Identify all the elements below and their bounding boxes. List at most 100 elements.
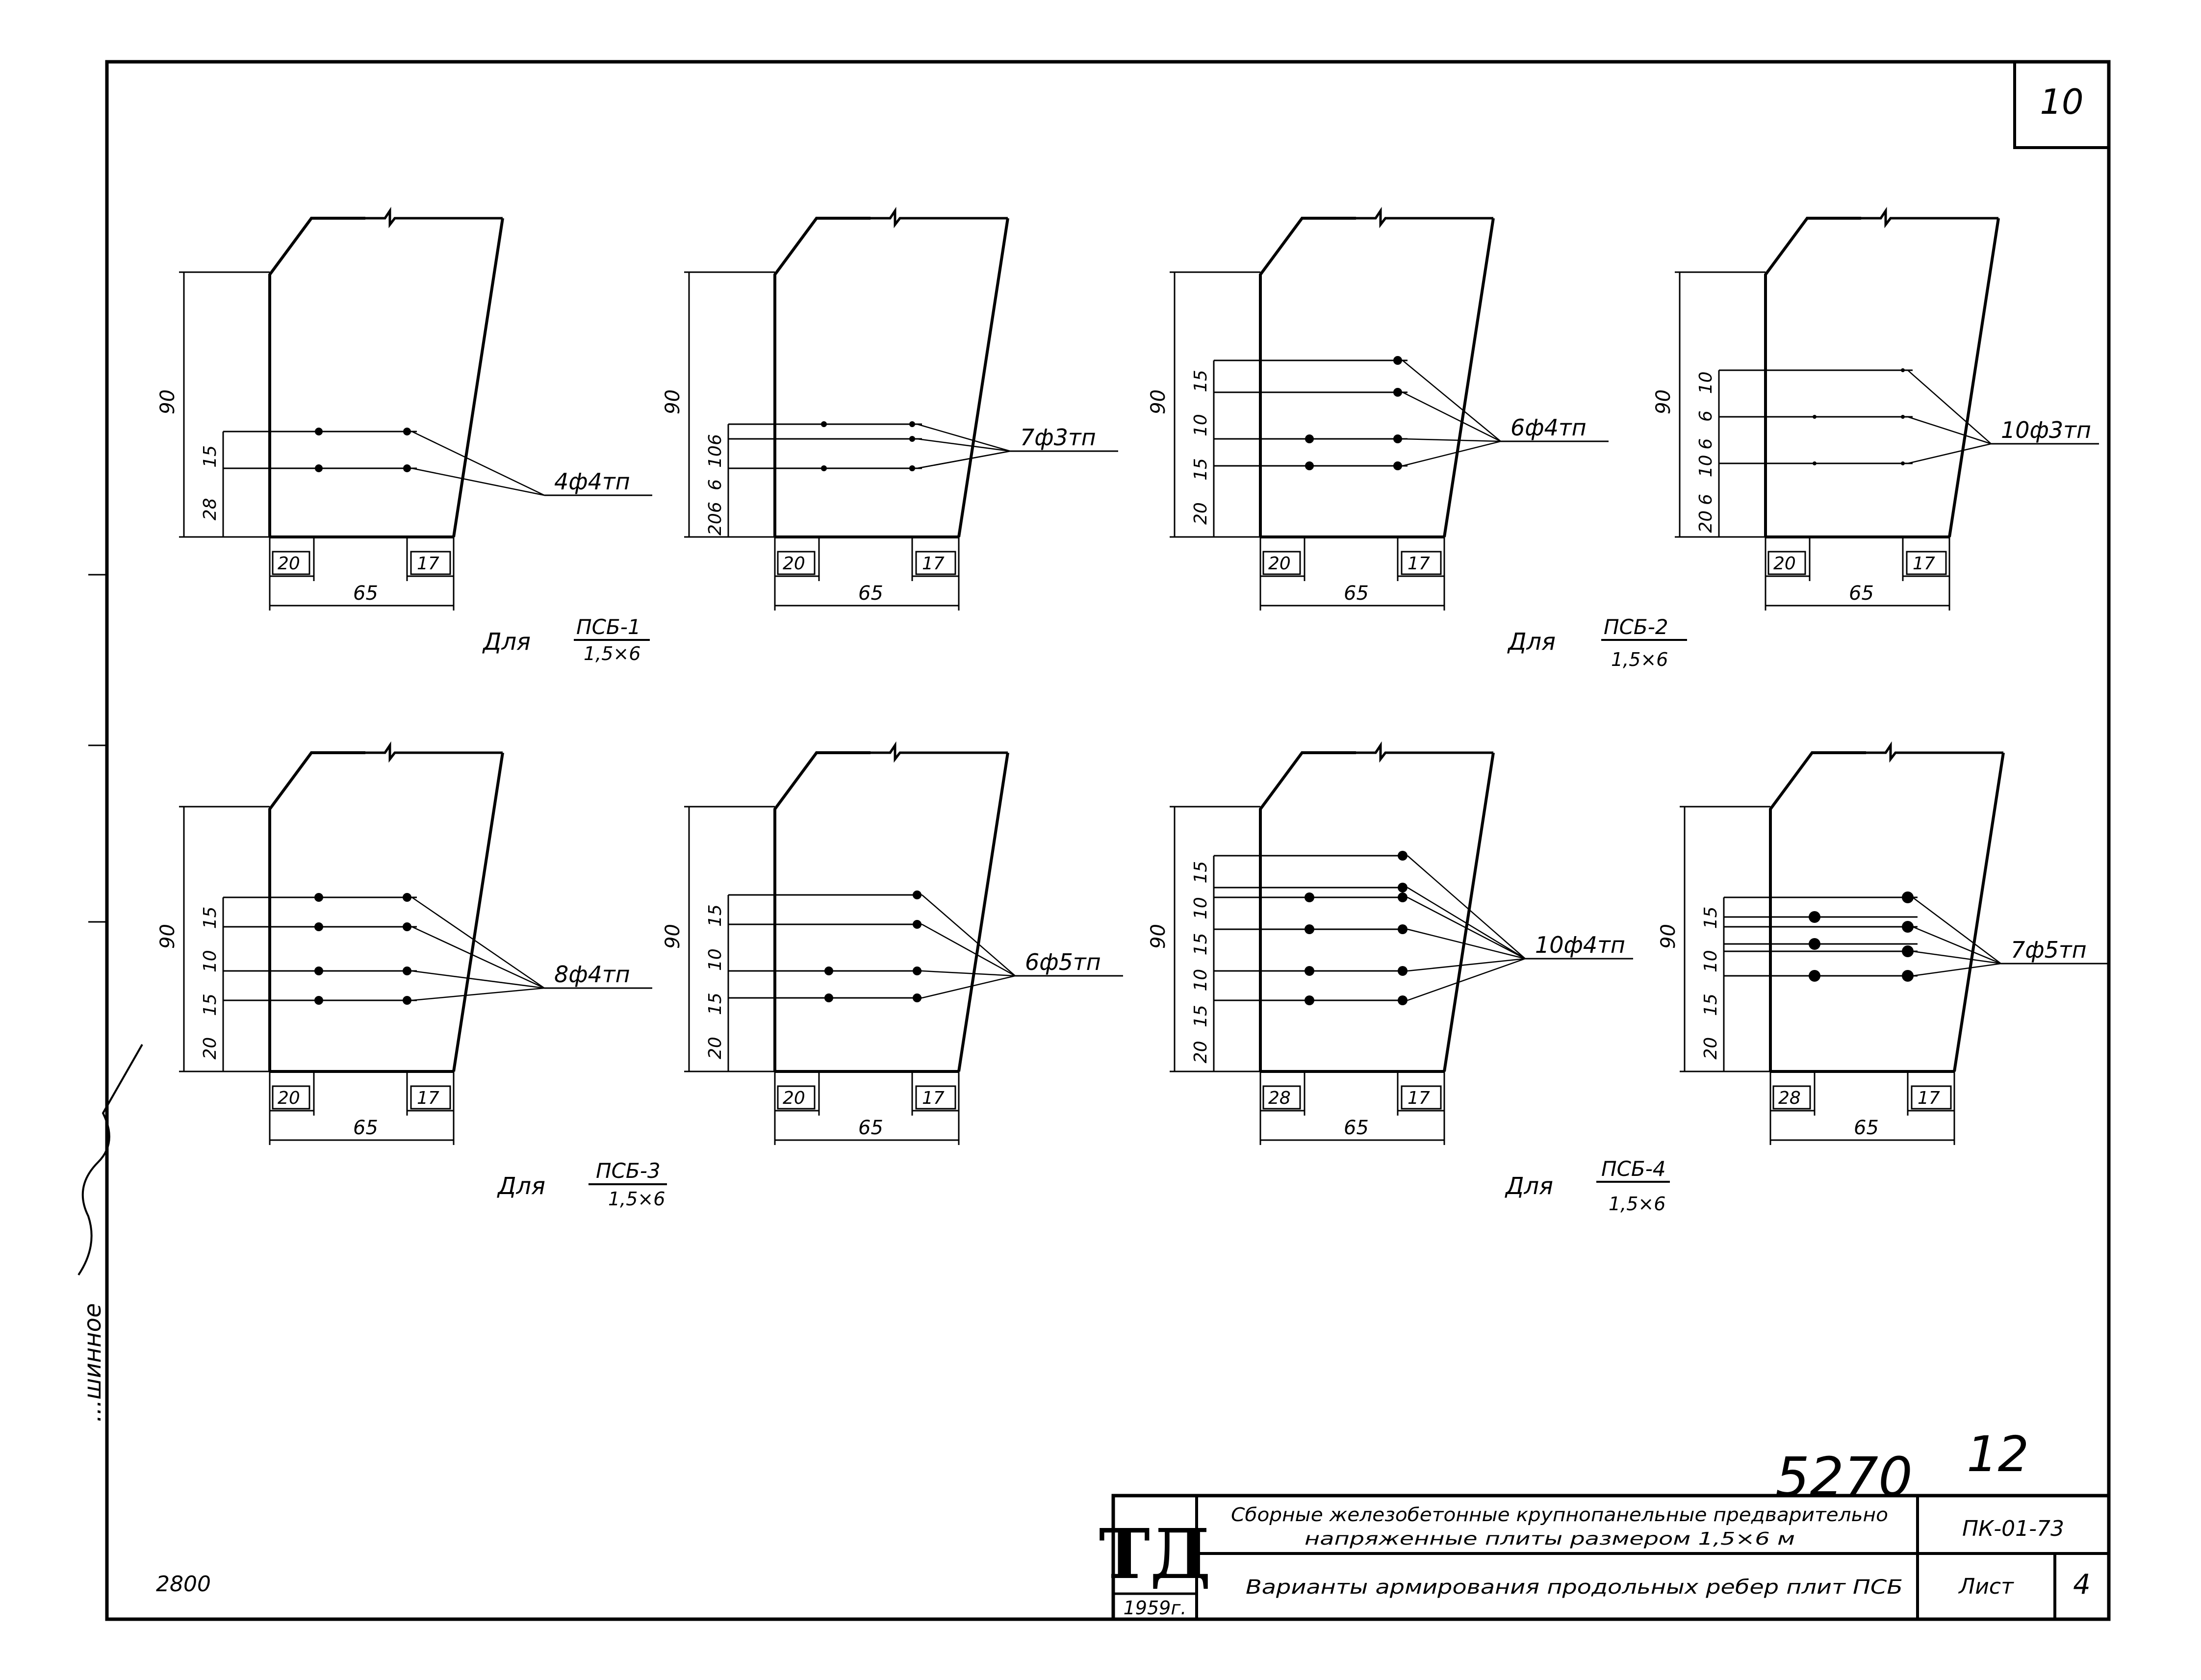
caption-denominator: 1,5×6 [584, 643, 640, 664]
dim-height-total: 90 [156, 389, 179, 414]
rebar-label: 10ф3тп [2001, 417, 2091, 443]
dim-width-right: 17 [1408, 554, 1430, 574]
caption-psb-4: Для ПСБ-4 1,5×6 [1505, 1157, 1670, 1215]
dim-height-part: 10 [1696, 455, 1716, 478]
dim-height-part: 6 [1696, 410, 1716, 422]
dim-width-total: 65 [858, 582, 883, 605]
rebar-label: 10ф4тп [1535, 932, 1625, 958]
dim-height-part: 10 [705, 948, 725, 971]
dim-height-part: 20 [705, 513, 725, 535]
dim-width-right: 17 [417, 1088, 439, 1108]
title-block-sheet-number: 4 [2073, 1569, 2091, 1601]
dim-height-part: 15 [705, 904, 725, 927]
caption-prefix: Для [1505, 1172, 1553, 1200]
rebar-label: 6ф5тп [1025, 949, 1101, 975]
title-block-sheet-label: Лист [1958, 1574, 2014, 1599]
dim-height-total: 90 [1147, 924, 1170, 949]
dim-height-total: 90 [1147, 389, 1170, 414]
title-line-2: напряженные плиты размером 1,5×6 м [1305, 1529, 1795, 1549]
dim-height-part: 6 [705, 479, 725, 490]
rebar-label: 4ф4тп [554, 468, 630, 495]
dim-height-part: 15 [1191, 861, 1211, 884]
caption-numerator: ПСБ-2 [1604, 615, 1668, 639]
caption-psb-3: Для ПСБ-3 1,5×6 [497, 1159, 667, 1210]
title-block-subtitle: Варианты армирования продольных ребер пл… [1246, 1576, 1903, 1599]
dim-width-left: 20 [278, 1088, 300, 1108]
dim-width-total: 65 [1854, 1117, 1879, 1139]
bottom-left-stamp: 2800 [156, 1572, 211, 1597]
dim-width-left: 20 [783, 1088, 805, 1108]
dim-width-total: 65 [1849, 582, 1874, 605]
archive-sheet: 12 [1967, 1425, 2029, 1483]
dim-width-right: 17 [922, 1088, 945, 1108]
dim-height-part: 15 [1191, 370, 1211, 392]
corner-number-box: 10 [2013, 60, 2110, 149]
caption-numerator: ПСБ-3 [596, 1159, 661, 1183]
dim-width-right: 17 [922, 554, 945, 574]
title-line-1: Сборные железобетонные крупнопанельные п… [1231, 1504, 1888, 1526]
caption-denominator: 1,5×6 [1611, 649, 1668, 670]
dim-height-part: 20 [1191, 502, 1211, 525]
dim-height-part: 15 [1191, 458, 1211, 481]
dim-width-right: 17 [417, 554, 439, 574]
margin-signature-scribble [77, 1044, 143, 1276]
archive-number: 5270 [1775, 1446, 1913, 1508]
dim-height-part: 10 [1191, 969, 1211, 992]
caption-numerator: ПСБ-1 [576, 615, 641, 639]
dim-height-part: 10 [1191, 897, 1211, 919]
dim-height-part: 15 [1701, 907, 1721, 929]
dim-width-total: 65 [1344, 582, 1369, 605]
dim-height-total: 90 [662, 389, 684, 414]
dim-width-total: 65 [858, 1117, 883, 1139]
rebar-label: 7ф5тп [2011, 937, 2087, 963]
title-block-logo: ТД [1099, 1514, 1211, 1595]
dim-height-part: 15 [705, 993, 725, 1015]
dim-height-part: 20 [200, 1037, 220, 1060]
dim-height-part: 15 [1191, 1005, 1211, 1027]
dim-height-part: 15 [1701, 993, 1721, 1016]
title-block: ТД 1959г. Сборные железобетонные крупноп… [1099, 1494, 2111, 1621]
dim-height-part: 10 [705, 445, 725, 468]
caption-psb-2: Для ПСБ-2 1,5×6 [1507, 615, 1687, 670]
dim-height-part: 10 [1191, 414, 1211, 436]
margin-note: ...шинное [79, 1303, 106, 1422]
caption-prefix: Для [482, 628, 531, 656]
rib-section-3: 6ф4тп 90 15 10 15 20 20 17 65 [1147, 206, 1609, 611]
caption-prefix: Для [1507, 628, 1556, 656]
dim-width-left: 20 [783, 554, 805, 574]
dim-width-left: 28 [1778, 1088, 1801, 1108]
dim-width-right: 17 [1913, 554, 1935, 574]
dim-width-right: 17 [1918, 1088, 1940, 1108]
dim-width-total: 65 [353, 1117, 378, 1139]
dim-height-part: 15 [200, 907, 220, 929]
caption-psb-1: Для ПСБ-1 1,5×6 [482, 615, 650, 664]
caption-numerator: ПСБ-4 [1601, 1157, 1666, 1181]
dim-width-left: 28 [1268, 1088, 1291, 1108]
caption-prefix: Для [497, 1172, 545, 1200]
rebar-label: 6ф4тп [1510, 414, 1587, 441]
dim-height-total: 90 [1657, 924, 1680, 949]
dim-height-part: 6 [705, 434, 725, 445]
sheet-frame [105, 60, 2111, 1621]
dim-height-part: 15 [1191, 933, 1211, 956]
rebar-label: 7ф3тп [1020, 424, 1096, 451]
caption-denominator: 1,5×6 [608, 1188, 665, 1210]
dim-width-left: 20 [1268, 554, 1291, 574]
dim-height-total: 90 [156, 924, 179, 949]
title-block-code: ПК-01-73 [1962, 1516, 2064, 1541]
rebar-label: 8ф4тп [554, 961, 630, 988]
dim-width-total: 65 [353, 582, 378, 605]
dim-height-part: 10 [1696, 372, 1716, 394]
dim-height-part: 20 [705, 1037, 725, 1059]
dim-height-part: 6 [1696, 438, 1716, 450]
dim-height-part: 20 [1701, 1037, 1721, 1060]
caption-denominator: 1,5×6 [1609, 1193, 1665, 1215]
dim-height-part: 6 [1696, 494, 1716, 505]
dim-height-part: 6 [705, 502, 725, 513]
